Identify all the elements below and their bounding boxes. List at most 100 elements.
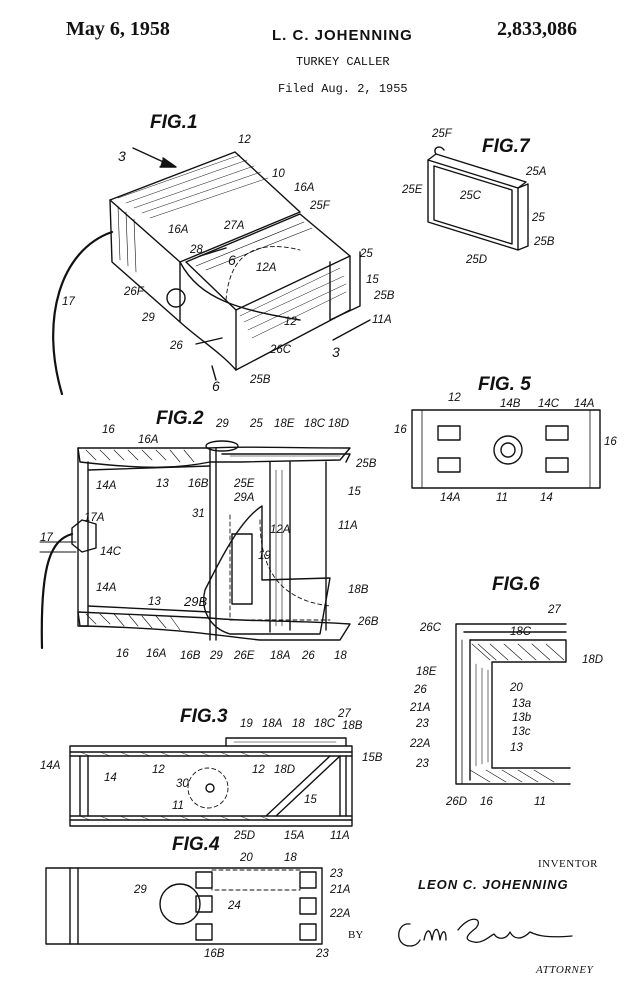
reference-label: 25D (466, 254, 487, 266)
reference-label: 11A (372, 314, 392, 326)
reference-label: 19 (240, 718, 253, 730)
reference-label: 14C (100, 546, 121, 558)
fig5-drawing (412, 410, 600, 488)
reference-label: 18C (314, 718, 335, 730)
reference-label: 18B (342, 720, 362, 732)
reference-label: 18 (284, 852, 297, 864)
reference-label: 16 (102, 424, 115, 436)
reference-label: 12 (284, 316, 297, 328)
reference-label: 16 (604, 436, 617, 448)
reference-label: 11 (534, 796, 546, 808)
reference-label: 29 (142, 312, 155, 324)
reference-label: 20 (240, 852, 253, 864)
reference-label: 18 (334, 650, 347, 662)
reference-label: 15 (348, 486, 361, 498)
reference-label: 23 (416, 718, 429, 730)
reference-label: 16B (188, 478, 208, 490)
reference-label: 26 (302, 650, 315, 662)
fig6-title: FIG.6 (492, 574, 540, 596)
reference-label: 23 (330, 868, 343, 880)
reference-label: 15B (362, 752, 382, 764)
reference-label: 22A (410, 738, 430, 750)
reference-label: 13a (512, 698, 531, 710)
fig2-title: FIG.2 (156, 408, 204, 430)
reference-label: 25E (402, 184, 422, 196)
fig7-title: FIG.7 (482, 136, 530, 158)
fig4-drawing (46, 868, 322, 944)
inventor-name: LEON C. JOHENNING (418, 877, 569, 892)
reference-label: 28 (190, 244, 203, 256)
reference-label: 11A (330, 830, 350, 842)
fig1-drawing (53, 148, 370, 394)
reference-label: 25 (250, 418, 263, 430)
reference-label: 16A (146, 648, 166, 660)
reference-label: 16A (168, 224, 188, 236)
reference-label: 16A (294, 182, 314, 194)
reference-label: 26 (170, 340, 183, 352)
reference-label: 26E (234, 650, 254, 662)
reference-label: 27 (338, 708, 351, 720)
reference-label: 26B (358, 616, 378, 628)
attorney-signature (399, 919, 572, 946)
reference-label: 29A (234, 492, 254, 504)
reference-label: 18C (304, 418, 325, 430)
reference-label: 12 (252, 764, 265, 776)
reference-label: 20 (510, 682, 523, 694)
reference-label: 21A (410, 702, 430, 714)
fig2-drawing (40, 441, 350, 648)
reference-label: 11 (172, 800, 184, 812)
reference-label: 15 (304, 794, 317, 806)
reference-label: 18E (274, 418, 294, 430)
reference-label: 3 (118, 148, 126, 164)
reference-label: 27A (224, 220, 244, 232)
reference-label: 18E (416, 666, 436, 678)
reference-label: 25B (250, 374, 270, 386)
reference-label: 26D (446, 796, 467, 808)
reference-label: 15A (284, 830, 304, 842)
reference-label: 29 (134, 884, 147, 896)
reference-label: 25B (374, 290, 394, 302)
attorney-label: ATTORNEY (536, 964, 593, 976)
reference-label: 14A (96, 480, 116, 492)
reference-label: 12A (270, 524, 290, 536)
reference-label: 14C (538, 398, 559, 410)
reference-label: 16 (116, 648, 129, 660)
reference-label: 25B (356, 458, 376, 470)
reference-label: 30 (176, 778, 189, 790)
fig1-title: FIG.1 (150, 112, 198, 134)
reference-label: 13 (156, 478, 169, 490)
reference-label: 16B (180, 650, 200, 662)
reference-label: 13 (510, 742, 523, 754)
reference-label: 12 (152, 764, 165, 776)
reference-label: 14A (96, 582, 116, 594)
reference-label: 14A (574, 398, 594, 410)
reference-label: 11 (496, 492, 508, 504)
reference-label: 15 (366, 274, 379, 286)
reference-label: 18C (510, 626, 531, 638)
reference-label: 19 (258, 550, 271, 562)
reference-label: 29B (184, 594, 207, 609)
inventor-heading: INVENTOR (538, 858, 598, 870)
reference-label: 18 (292, 718, 305, 730)
reference-label: 14A (40, 760, 60, 772)
reference-label: 14B (500, 398, 520, 410)
reference-label: 26C (420, 622, 441, 634)
reference-label: 25F (432, 128, 452, 140)
reference-label: 31 (192, 508, 205, 520)
reference-label: 18A (270, 650, 290, 662)
reference-label: 25 (532, 212, 545, 224)
reference-label: 25C (460, 190, 481, 202)
fig5-title: FIG. 5 (478, 374, 531, 396)
reference-label: 26C (270, 344, 291, 356)
by-label: BY (348, 929, 363, 941)
reference-label: 6 (212, 378, 220, 394)
reference-label: 16 (394, 424, 407, 436)
reference-label: 17 (40, 532, 53, 544)
reference-label: 17 (62, 296, 75, 308)
reference-label: 27 (548, 604, 561, 616)
reference-label: 17A (84, 512, 104, 524)
reference-label: 11A (338, 520, 358, 532)
reference-label: 18D (328, 418, 349, 430)
reference-label: 25A (526, 166, 546, 178)
reference-label: 10 (272, 168, 285, 180)
